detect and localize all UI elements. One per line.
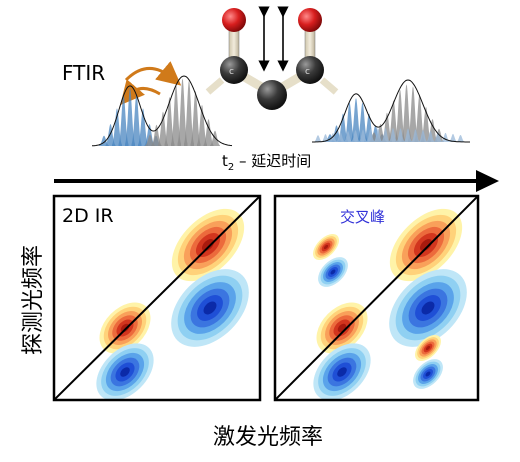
oxygen-atom-left <box>222 8 246 32</box>
exchange-arrow-lower <box>120 79 161 106</box>
y-axis-label: 探测光频率 <box>21 245 46 355</box>
metal-atom-center <box>257 80 287 110</box>
x-axis-label: 激发光频率 <box>213 425 323 450</box>
cross-peak-annotation: 交叉峰 <box>340 208 385 226</box>
diagonal-peak-negative <box>171 269 249 347</box>
carbon-atom-right <box>296 56 324 84</box>
svg-text:c: c <box>305 67 310 77</box>
cross-peak-positive <box>313 234 339 260</box>
ftir-label: FTIR <box>62 61 105 85</box>
molecule-illustration: c c <box>205 6 339 110</box>
svg-text:c: c <box>229 67 234 77</box>
time-axis <box>54 170 499 192</box>
ftir-spectrum-right <box>312 79 470 143</box>
exchange-arrow-upper <box>124 61 182 86</box>
diagonal-peak-positive <box>99 302 151 354</box>
time-axis-label: t2 – 延迟时间 <box>222 152 311 173</box>
carbon-atom-left <box>220 56 248 84</box>
diagonal-peak-positive <box>316 302 368 354</box>
cross-peak-negative <box>318 257 348 287</box>
2d-ir-panel-right: 交叉峰 <box>273 194 480 402</box>
diagonal-peak-positive <box>389 208 463 282</box>
ftir-spectrum-left <box>92 75 233 147</box>
diagonal-peak-positive <box>171 208 245 282</box>
diagonal-peak-negative <box>313 343 371 400</box>
2d-ir-panel-left: 2D IR <box>52 194 262 402</box>
cross-peak-negative <box>413 359 443 389</box>
diagonal-peak-negative <box>96 343 154 400</box>
diagonal-peak-negative <box>389 269 467 347</box>
cross-peak-positive <box>415 335 441 361</box>
oxygen-atom-right <box>298 8 322 32</box>
panel-title-2d-ir: 2D IR <box>62 205 114 227</box>
